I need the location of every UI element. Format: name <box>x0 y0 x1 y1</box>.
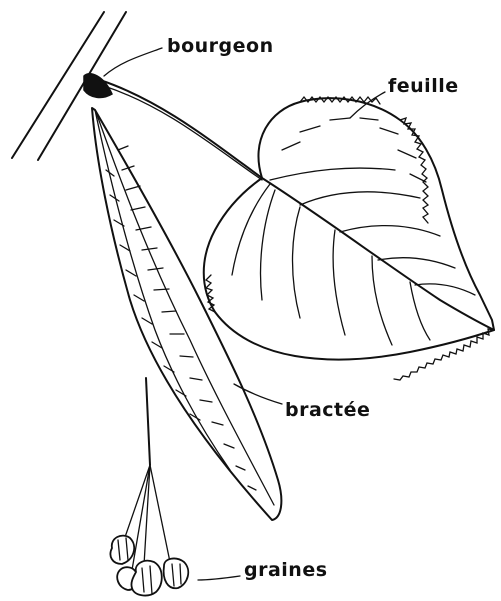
leader-lines <box>104 48 385 580</box>
label-bractee: bractée <box>285 399 370 421</box>
label-graines: graines <box>244 559 328 581</box>
seeds <box>110 536 188 596</box>
bract <box>92 108 281 520</box>
label-bourgeon: bourgeon <box>167 35 274 57</box>
branch <box>12 12 126 160</box>
label-feuille: feuille <box>388 75 459 97</box>
leaf <box>204 97 494 380</box>
bud <box>84 74 112 98</box>
leaf-petiole <box>100 80 262 180</box>
